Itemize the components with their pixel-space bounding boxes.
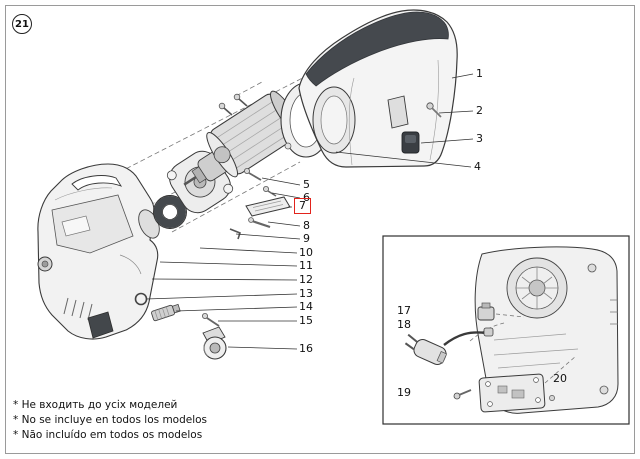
part-label-9[interactable]: 9 <box>303 232 310 245</box>
part-label-11[interactable]: 11 <box>299 259 313 272</box>
part-label-14[interactable]: 14 <box>299 300 313 313</box>
part-label-1[interactable]: 1 <box>476 67 483 80</box>
part-label-2[interactable]: 2 <box>476 104 483 117</box>
part-label-4[interactable]: 4 <box>474 160 481 173</box>
switch-connector <box>477 302 495 321</box>
part-label-15[interactable]: 15 <box>299 314 313 327</box>
footnote-es: * No se incluye en todos los modelos <box>13 414 208 426</box>
part-label-7[interactable]: 7 <box>294 198 311 214</box>
part-label-6[interactable]: 6 <box>303 191 310 204</box>
footnote-uk: * Не входить до усіх моделей <box>13 399 178 411</box>
small-fasteners <box>229 167 277 240</box>
inset-detail-view <box>382 235 630 425</box>
footnotes: * Не входить до усіх моделей * No se inc… <box>13 398 207 443</box>
footnote-pt: * Não incluído em todos os modelos <box>13 429 203 441</box>
housing-screw <box>426 102 442 118</box>
motor-housing-cover <box>298 9 458 168</box>
electronics-pcb <box>478 373 555 413</box>
part-label-13[interactable]: 13 <box>299 287 313 300</box>
part-label-19[interactable]: 19 <box>397 386 411 399</box>
part-label-17[interactable]: 17 <box>397 304 411 317</box>
fan-ring <box>153 195 187 229</box>
part-label-20[interactable]: 20 <box>553 372 567 385</box>
part-label-16[interactable]: 16 <box>299 342 313 355</box>
part-label-3[interactable]: 3 <box>476 132 483 145</box>
machine-body <box>37 163 160 340</box>
power-cord-plug <box>404 327 494 365</box>
part-label-10[interactable]: 10 <box>299 246 313 259</box>
figure-number-badge: 21 <box>12 14 32 34</box>
pcb-screw <box>453 389 472 400</box>
part-label-18[interactable]: 18 <box>397 318 411 331</box>
nameplate <box>245 196 291 217</box>
power-switch <box>401 131 420 154</box>
motor-screws <box>218 93 248 116</box>
part-label-12[interactable]: 12 <box>299 273 313 286</box>
part-label-5[interactable]: 5 <box>303 178 310 191</box>
part-label-8[interactable]: 8 <box>303 219 310 232</box>
base-small-parts <box>134 292 227 360</box>
